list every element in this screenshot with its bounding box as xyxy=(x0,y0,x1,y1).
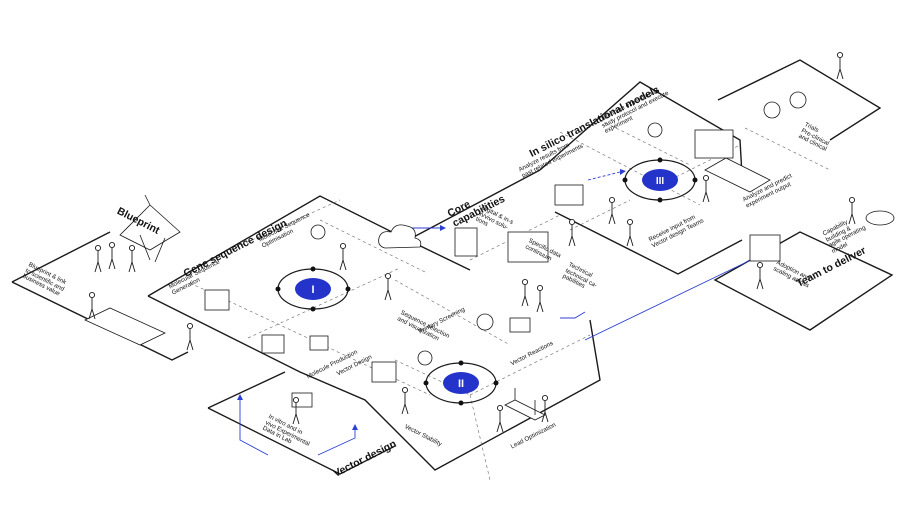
person-figure xyxy=(521,278,529,307)
flow-arrow xyxy=(587,171,621,181)
person-figure xyxy=(608,196,616,225)
person-figure xyxy=(94,244,102,273)
person-figure xyxy=(108,241,116,270)
dashed-divider xyxy=(744,127,831,171)
computer-illustration xyxy=(509,317,531,333)
arrow-head xyxy=(352,424,358,430)
molecule-screen xyxy=(204,289,230,311)
person-figure xyxy=(339,242,347,271)
document-illustration xyxy=(371,361,397,383)
server-illustration xyxy=(454,227,478,257)
panel-vector-main-outline xyxy=(239,319,601,471)
arrow-head xyxy=(620,169,626,175)
bulb-icon xyxy=(417,350,433,366)
dashed-divider xyxy=(319,219,426,273)
trial-icon xyxy=(789,91,807,109)
panel-insilico-lower-edge xyxy=(554,211,743,275)
dashed-divider xyxy=(229,199,341,251)
panel-insilico-outline xyxy=(539,81,743,176)
hub-label: III xyxy=(656,176,665,187)
dashed-divider xyxy=(559,131,701,206)
dashed-divider xyxy=(469,394,491,481)
person-figure xyxy=(128,244,136,273)
dashed-divider xyxy=(469,334,591,396)
panel-blueprint-outline xyxy=(11,231,189,361)
person-figure xyxy=(702,174,710,203)
dashed-divider xyxy=(569,199,631,231)
gear-icon xyxy=(647,122,663,138)
hub-two xyxy=(423,360,499,406)
person-figure xyxy=(496,404,504,433)
person-figure xyxy=(836,51,844,80)
hub-label: I xyxy=(311,284,314,296)
dashed-divider xyxy=(394,279,511,346)
person-figure xyxy=(626,218,634,247)
person-figure xyxy=(568,218,576,247)
flow-arrow xyxy=(560,311,586,319)
person-figure xyxy=(541,394,549,423)
arrow-head xyxy=(440,225,446,231)
dashed-divider xyxy=(599,119,691,166)
conference-table xyxy=(704,157,771,193)
round-table xyxy=(865,210,895,226)
person-figure xyxy=(384,272,392,301)
dashed-divider xyxy=(247,267,401,339)
gear-icon xyxy=(310,224,326,240)
conference-table xyxy=(84,307,166,346)
desk-illustration xyxy=(261,334,285,354)
flow-arrow xyxy=(317,430,356,456)
person-figure xyxy=(292,396,300,425)
easel-illustration xyxy=(119,194,181,263)
poster-illustration xyxy=(554,184,584,206)
stopwatch-icon xyxy=(476,313,494,331)
trial-icon xyxy=(763,101,781,119)
flow-arrow xyxy=(584,257,756,341)
person-figure xyxy=(186,322,194,351)
lab-bench xyxy=(291,392,313,408)
dashboard-illustration xyxy=(694,129,734,159)
hub-three xyxy=(622,157,698,203)
arrow-head xyxy=(237,394,243,400)
lab-apparatus xyxy=(504,388,546,421)
hub-label: II xyxy=(458,378,464,390)
person-figure xyxy=(401,386,409,415)
box-illustration xyxy=(309,335,329,351)
cloud-illustration xyxy=(378,224,422,249)
data-cabinet xyxy=(507,231,549,263)
flow-arrow xyxy=(239,400,269,456)
person-figure xyxy=(848,196,856,225)
hub-one xyxy=(275,266,351,312)
panel-gene-design-outline xyxy=(147,195,409,343)
panel-vector-design-outline xyxy=(207,371,396,475)
person-figure xyxy=(536,284,544,313)
panel-trials-outline xyxy=(717,59,882,141)
chart-illustration xyxy=(749,234,781,262)
person-figure xyxy=(88,291,96,320)
person-figure xyxy=(756,261,764,290)
